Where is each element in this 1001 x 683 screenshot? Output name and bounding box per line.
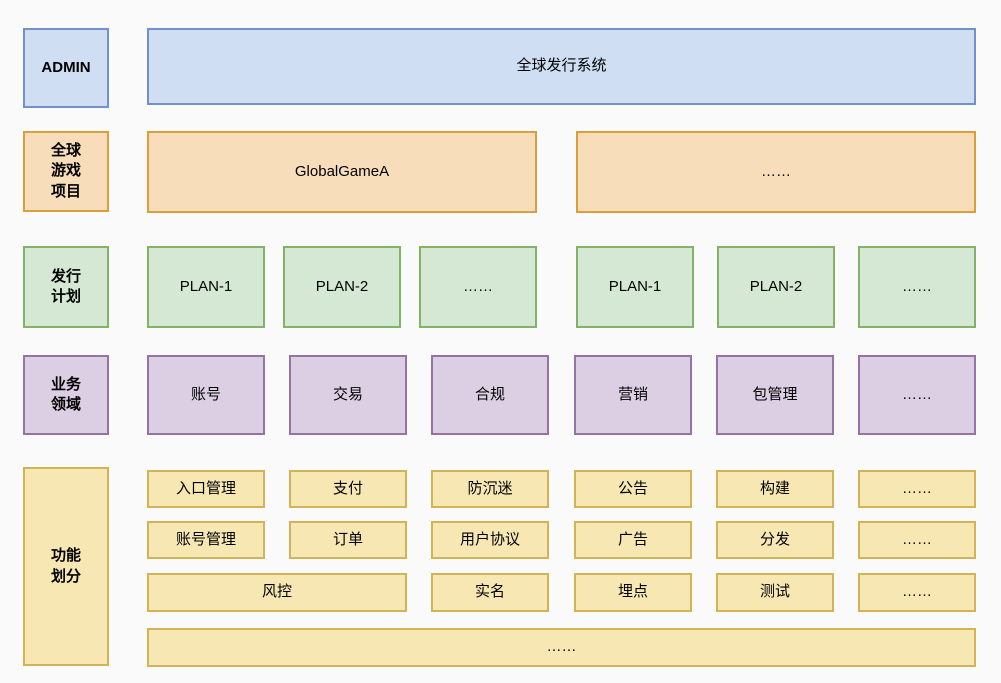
function-box-real-name: 实名 — [431, 573, 549, 612]
row-label-admin: ADMIN — [23, 28, 109, 108]
function-box-entry-mgmt: 入口管理 — [147, 470, 265, 508]
project-box-ellipsis-text: …… — [761, 162, 791, 180]
row-label-projects-text: 全球游戏项目 — [50, 142, 81, 200]
plan-box-b3: …… — [858, 246, 976, 328]
function-box-row3-ellipsis-text: …… — [902, 583, 932, 601]
plan-box-b2-text: PLAN-2 — [749, 277, 803, 295]
function-box-row4-ellipsis: …… — [147, 628, 976, 667]
plan-box-a1-text: PLAN-1 — [179, 277, 233, 295]
row-label-admin-text: ADMIN — [41, 58, 91, 76]
function-box-risk-control-text: 风控 — [261, 583, 292, 601]
system-title: 全球发行系统 — [516, 57, 607, 75]
function-box-ads: 广告 — [574, 521, 692, 559]
row-label-projects: 全球游戏项目 — [23, 131, 109, 212]
function-box-account-mgmt-text: 账号管理 — [175, 530, 236, 548]
plan-box-a3: …… — [419, 246, 537, 328]
project-box-globalgamea: GlobalGameA — [147, 131, 537, 213]
function-box-order: 订单 — [289, 521, 407, 559]
domain-box-trade: 交易 — [289, 355, 407, 435]
function-box-testing: 测试 — [716, 573, 834, 612]
function-box-announcement-text: 公告 — [617, 479, 648, 497]
row-label-plans-text: 发行计划 — [50, 267, 81, 305]
row-label-functions-text: 功能划分 — [50, 547, 81, 585]
plan-box-a2-text: PLAN-2 — [315, 277, 369, 295]
row-label-plans: 发行计划 — [23, 246, 109, 328]
function-box-row4-ellipsis-text: …… — [546, 638, 577, 656]
plan-box-b1: PLAN-1 — [576, 246, 694, 328]
plan-box-a2: PLAN-2 — [283, 246, 401, 328]
function-box-anti-addiction: 防沉迷 — [431, 470, 549, 508]
function-box-risk-control: 风控 — [147, 573, 407, 612]
domain-box-package-text: 包管理 — [752, 385, 798, 403]
function-box-real-name-text: 实名 — [474, 583, 505, 601]
row-label-domains-text: 业务领域 — [50, 375, 81, 413]
function-box-order-text: 订单 — [332, 530, 363, 548]
function-box-anti-addiction-text: 防沉迷 — [467, 479, 513, 497]
function-box-user-agreement: 用户协议 — [431, 521, 549, 559]
function-box-tracking: 埋点 — [574, 573, 692, 612]
system-box: 全球发行系统 — [147, 28, 976, 105]
function-box-payment: 支付 — [289, 470, 407, 508]
domain-box-account-text: 账号 — [190, 385, 221, 403]
project-box-ellipsis: …… — [576, 131, 976, 213]
function-box-tracking-text: 埋点 — [617, 583, 648, 601]
domain-box-compliance-text: 合规 — [474, 385, 505, 403]
function-box-build-text: 构建 — [759, 479, 790, 497]
row-label-functions: 功能划分 — [23, 467, 109, 666]
domain-box-marketing: 营销 — [574, 355, 692, 435]
function-box-payment-text: 支付 — [332, 479, 363, 497]
domain-box-account: 账号 — [147, 355, 265, 435]
function-box-account-mgmt: 账号管理 — [147, 521, 265, 559]
function-box-row2-ellipsis: …… — [858, 521, 976, 559]
function-box-testing-text: 测试 — [759, 583, 790, 601]
function-box-row1-ellipsis-text: …… — [902, 479, 932, 497]
function-box-user-agreement-text: 用户协议 — [459, 530, 520, 548]
plan-box-b1-text: PLAN-1 — [608, 277, 662, 295]
function-box-row2-ellipsis-text: …… — [902, 530, 932, 548]
function-box-distribution-text: 分发 — [759, 530, 790, 548]
domain-box-marketing-text: 营销 — [617, 385, 648, 403]
project-box-globalgamea-text: GlobalGameA — [294, 162, 390, 180]
plan-box-a3-text: …… — [463, 277, 493, 295]
function-box-entry-mgmt-text: 入口管理 — [175, 479, 236, 497]
domain-box-compliance: 合规 — [431, 355, 549, 435]
plan-box-b3-text: …… — [902, 277, 932, 295]
plan-box-b2: PLAN-2 — [717, 246, 835, 328]
domain-box-package: 包管理 — [716, 355, 834, 435]
function-box-announcement: 公告 — [574, 470, 692, 508]
function-box-row3-ellipsis: …… — [858, 573, 976, 612]
function-box-row1-ellipsis: …… — [858, 470, 976, 508]
domain-box-ellipsis-text: …… — [902, 385, 932, 403]
function-box-distribution: 分发 — [716, 521, 834, 559]
domain-box-trade-text: 交易 — [332, 385, 363, 403]
function-box-ads-text: 广告 — [617, 530, 648, 548]
plan-box-a1: PLAN-1 — [147, 246, 265, 328]
domain-box-ellipsis: …… — [858, 355, 976, 435]
function-box-build: 构建 — [716, 470, 834, 508]
row-label-domains: 业务领域 — [23, 355, 109, 435]
